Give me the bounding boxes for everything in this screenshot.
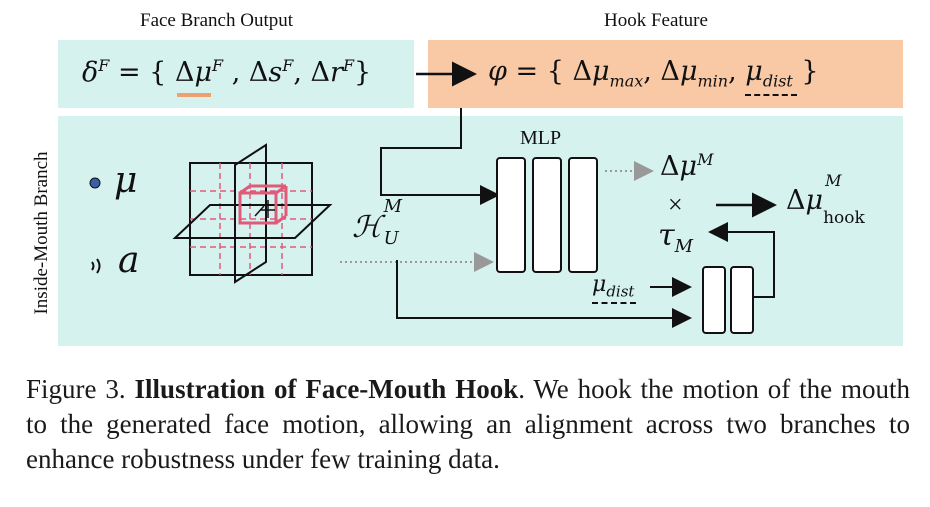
mlp-label: MLP (520, 127, 562, 149)
hook-feature-panel (428, 40, 903, 108)
face-branch-panel (58, 40, 414, 108)
caption-prefix: Figure 3. (26, 374, 126, 404)
mu-dist-dashed-underline (592, 302, 636, 304)
face-branch-title: Face Branch Output (140, 10, 294, 31)
arrow-hash-to-small-block (396, 260, 692, 328)
phi-set-formula: φ = { Δμmax, Δμmin, μdist } (488, 56, 819, 96)
hook-feature-title: Hook Feature (604, 10, 708, 31)
mu-dist-label: μdist (592, 272, 636, 304)
orange-underline (176, 93, 211, 97)
dashed-underline (745, 94, 798, 96)
mlp-block (496, 157, 598, 273)
triplane-grid-icon (172, 143, 333, 284)
delta-set-formula: δF = { ΔμF , ΔsF, ΔrF} (82, 56, 371, 97)
audio-icon (91, 258, 101, 274)
mu-dot-icon (89, 177, 101, 189)
delta-mu-m-label: ΔμM (660, 150, 714, 182)
small-block (702, 266, 754, 334)
audio-input-label: a (118, 240, 140, 281)
caption-title: Illustration of Face-Mouth Hook (134, 374, 519, 404)
caption-body: . We hook the motion of the mouth to the… (26, 374, 910, 474)
times-symbol: × (668, 190, 683, 219)
arrow-block-to-tau (708, 222, 775, 298)
figure-caption: Figure 3. Illustration of Face-Mouth Hoo… (26, 372, 910, 477)
mu-input-label: μ (114, 160, 138, 201)
diagram-graphics (89, 61, 777, 334)
arrow-phi-to-mlp (380, 108, 500, 205)
tau-m-label: τM (658, 218, 694, 257)
